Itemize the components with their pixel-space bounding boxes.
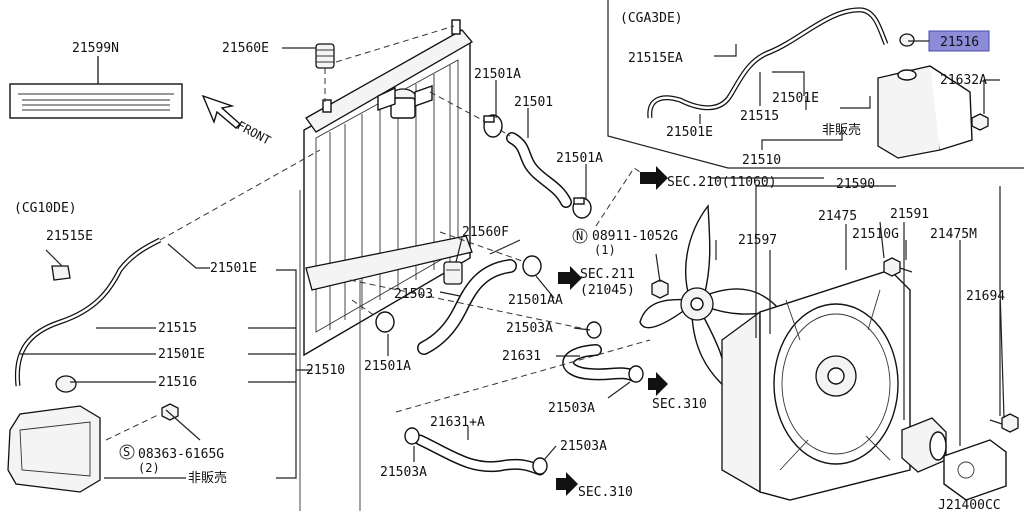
label-21591[interactable]: 21591 [890, 207, 929, 222]
label-21045[interactable]: (21045) [580, 283, 635, 298]
label-21501e-inset-2[interactable]: 21501E [666, 125, 713, 140]
fan-shroud-21590[interactable] [721, 269, 911, 501]
radiator-core[interactable] [303, 19, 473, 357]
hose-21631a[interactable] [414, 434, 546, 476]
label-21501a-3[interactable]: 21501A [364, 359, 411, 374]
label-21597[interactable]: 21597 [738, 233, 777, 248]
upper-hose-21501[interactable] [506, 132, 572, 208]
label-21631a[interactable]: 21631+A [430, 415, 485, 430]
circled-n-icon: N [572, 228, 588, 244]
label-08911-1052g[interactable]: 08911-1052G [592, 229, 678, 244]
label-21503a-2[interactable]: 21503A [548, 401, 595, 416]
hose-21631[interactable] [562, 344, 640, 382]
label-21515e[interactable]: 21515E [46, 229, 93, 244]
label-21515ea[interactable]: 21515EA [628, 51, 683, 66]
label-21631[interactable]: 21631 [502, 349, 541, 364]
motor-21591[interactable] [901, 417, 947, 473]
label-21501e-inset-1[interactable]: 21501E [772, 91, 819, 106]
bracket-21475m[interactable] [943, 439, 1007, 501]
leader-lines [20, 44, 1005, 511]
label-21475m[interactable]: 21475M [930, 227, 977, 242]
cga3de-inset-frame [607, 0, 1024, 169]
label-sec310-lower[interactable]: SEC.310 [578, 485, 633, 500]
label-21501aa[interactable]: 21501AA [508, 293, 563, 308]
label-21501[interactable]: 21501 [514, 95, 553, 110]
variant-label-cga3de: (CGA3DE) [620, 11, 683, 26]
label-sec310-upper[interactable]: SEC.310 [652, 397, 707, 412]
reservoir-tank-cga3de[interactable] [877, 65, 973, 159]
label-qty-1: (1) [594, 243, 616, 257]
svg-text:S: S [123, 445, 130, 459]
sec310-arrow-upper [648, 372, 668, 396]
label-21510[interactable]: 21510 [306, 363, 345, 378]
part-21560e-cap[interactable] [315, 43, 335, 69]
front-label: FRONT [235, 118, 273, 147]
sheet-id: J21400CC [938, 498, 1001, 511]
label-21560e[interactable]: 21560E [222, 41, 269, 56]
label-21503[interactable]: 21503 [394, 287, 433, 302]
reservoir-tank-cg10de[interactable] [7, 405, 101, 493]
sec210-arrow [640, 166, 668, 190]
label-sec210[interactable]: SEC.210(11060) [667, 175, 777, 190]
label-08363-6165g[interactable]: 08363-6165G [138, 447, 224, 462]
clip-21515e[interactable] [51, 265, 71, 281]
cap-21516-cga3de[interactable] [899, 33, 915, 47]
label-21694[interactable]: 21694 [966, 289, 1005, 304]
label-21510-inset[interactable]: 21510 [742, 153, 781, 168]
label-21590[interactable]: 21590 [836, 177, 875, 192]
label-21560f[interactable]: 21560F [462, 225, 509, 240]
circled-s-icon: S [119, 444, 135, 460]
fan-21597[interactable] [639, 204, 782, 390]
label-21475[interactable]: 21475 [818, 209, 857, 224]
part-21599n-plate[interactable] [9, 83, 183, 119]
label-21501e-1[interactable]: 21501E [210, 261, 257, 276]
label-21503a-4[interactable]: 21503A [380, 465, 427, 480]
part-21560f[interactable] [443, 261, 463, 285]
clamp-21501a-mid[interactable] [572, 197, 592, 219]
label-21503a-3[interactable]: 21503A [560, 439, 607, 454]
label-21501e-2[interactable]: 21501E [158, 347, 205, 362]
label-21515[interactable]: 21515 [158, 321, 197, 336]
overflow-hose-cg10de[interactable] [14, 237, 162, 387]
bolt-21510g[interactable] [883, 257, 913, 277]
callout-labels: 21599N 21560E 21501A 21501 21501A 21515E… [14, 11, 1005, 511]
label-21510g[interactable]: 21510G [852, 227, 899, 242]
label-21503a-1[interactable]: 21503A [506, 321, 553, 336]
clamp-21501a-lower[interactable] [375, 311, 395, 333]
label-21515-inset[interactable]: 21515 [740, 109, 779, 124]
variant-label-cg10de: (CG10DE) [14, 201, 77, 216]
sec211-arrow [558, 266, 582, 290]
label-21501a-1[interactable]: 21501A [474, 67, 521, 82]
label-not-for-sale-inset: 非販売 [822, 122, 861, 138]
front-direction-arrow [201, 94, 242, 129]
radiator-cap[interactable] [377, 85, 433, 119]
svg-text:N: N [576, 229, 583, 243]
label-sec211[interactable]: SEC.211 [580, 267, 635, 282]
label-21516-highlight[interactable]: 21516 [940, 35, 979, 50]
label-not-for-sale: 非販売 [188, 470, 227, 486]
bolt-08363-6165g[interactable] [161, 403, 179, 421]
cap-21516-cg10de[interactable] [55, 375, 77, 393]
label-21632a[interactable]: 21632A [940, 73, 987, 88]
label-21501a-2[interactable]: 21501A [556, 151, 603, 166]
bolt-21694[interactable] [989, 413, 1019, 433]
overflow-hose-cga3de[interactable] [647, 7, 889, 119]
bolt-21632a[interactable] [971, 113, 989, 131]
sec310-arrow-lower [556, 472, 578, 496]
clamp-21501aa[interactable] [522, 255, 542, 277]
label-qty-2: (2) [138, 461, 160, 475]
clamp-21501a-upper[interactable] [483, 114, 503, 138]
label-21516[interactable]: 21516 [158, 375, 197, 390]
nut-08911-1052g[interactable] [651, 279, 669, 299]
lower-hose-21503[interactable] [417, 259, 517, 355]
label-21599n[interactable]: 21599N [72, 41, 119, 56]
